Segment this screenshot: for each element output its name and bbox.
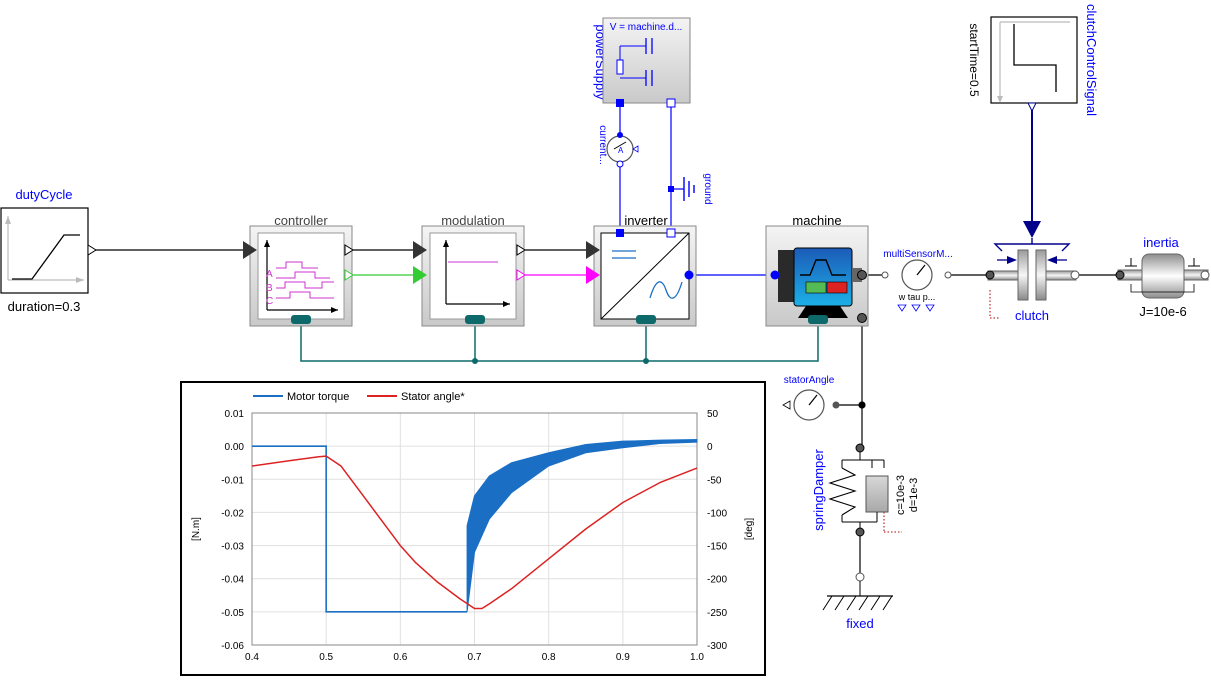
fixed-name: fixed — [846, 616, 873, 631]
y-right-tick-label: -150 — [707, 542, 727, 553]
stator-angle-sensor[interactable]: statorAngle — [782, 375, 866, 421]
current-sensor-glyph: A — [618, 146, 624, 155]
plot-frame — [251, 412, 698, 646]
machine-name: machine — [792, 213, 841, 228]
modulation-name: modulation — [441, 213, 505, 228]
x-tick-label: 0.5 — [319, 652, 333, 663]
current-sensor-name: current... — [597, 125, 608, 164]
y-left-axis-label: [N.m] — [191, 517, 202, 541]
x-tick-label: 0.7 — [468, 652, 482, 663]
plot-window: 0.4 0.5 0.6 0.7 0.8 0.9 1.0 0.01 0.00 -0.01 -0.02 -… — [180, 381, 766, 676]
y-right-tick-label: -300 — [707, 641, 727, 652]
x-tick-label: 0.6 — [393, 652, 407, 663]
y-right-tick-label: 0 — [707, 442, 713, 453]
clutch-control-param: startTime=0.5 — [967, 23, 981, 97]
series-motor-torque-line — [252, 445, 468, 613]
stator-angle-name: statorAngle — [784, 375, 835, 386]
y-right-tick-label: -50 — [707, 475, 722, 486]
spring-damper-block[interactable]: springDamper c=10e-3 d=1e-3 — [811, 443, 920, 537]
clutch-control-signal-block[interactable]: startTime=0.5 clutchControlSignal — [967, 4, 1099, 116]
spring-damper-param-d: d=1e-3 — [908, 478, 920, 513]
ground-element[interactable]: ground — [668, 173, 713, 205]
multi-sensor-ports: w tau p... — [898, 292, 936, 302]
inverter-bus-connector[interactable] — [636, 315, 656, 324]
y-left-tick-label: -0.04 — [221, 575, 244, 586]
y-right-tick-label: 50 — [707, 409, 719, 420]
spring-damper-name: springDamper — [811, 449, 826, 531]
multi-sensor-name: multiSensorM... — [883, 249, 952, 260]
duty-cycle-block[interactable]: dutyCycle duration=0.3 — [0, 187, 97, 314]
junctions — [472, 358, 866, 409]
y-left-tick-label: 0.01 — [225, 409, 245, 420]
controller-block[interactable]: controller A B C — [243, 213, 354, 327]
machine-block[interactable]: machine — [765, 213, 869, 327]
y-left-tick-label: -0.03 — [221, 542, 244, 553]
clutch-name: clutch — [1015, 308, 1049, 323]
controller-name: controller — [274, 213, 328, 228]
y-right-tick-label: -250 — [707, 608, 727, 619]
multi-sensor[interactable]: multiSensorM... w tau p... — [881, 249, 953, 312]
clutch-control-name: clutchControlSignal — [1084, 4, 1099, 116]
inertia-param: J=10e-6 — [1139, 304, 1186, 319]
modulation-bus-connector[interactable] — [465, 315, 485, 324]
inverter-block[interactable]: inverter — [586, 213, 697, 327]
legend-label-stator-angle: Stator angle* — [401, 391, 465, 403]
y-right-tick-label: -200 — [707, 575, 727, 586]
duty-cycle-param: duration=0.3 — [8, 299, 81, 314]
y-right-axis-label: [deg] — [744, 518, 755, 540]
y-left-tick-label: 0.00 — [225, 442, 245, 453]
x-tick-label: 0.8 — [542, 652, 556, 663]
connections — [92, 103, 1118, 577]
y-left-tick-label: -0.01 — [221, 475, 244, 486]
spring-damper-param-c: c=10e-3 — [895, 475, 907, 515]
ground-name: ground — [702, 173, 713, 204]
controller-pin-a: A — [266, 269, 273, 280]
controller-pin-c: C — [266, 296, 273, 307]
y-right-tick-label: -100 — [707, 508, 727, 519]
legend-label-motor-torque: Motor torque — [287, 391, 349, 403]
inertia-block[interactable]: inertia J=10e-6 — [1115, 235, 1210, 319]
machine-bus-connector[interactable] — [808, 315, 828, 324]
y-left-tick-label: -0.05 — [221, 608, 244, 619]
x-tick-label: 0.9 — [616, 652, 630, 663]
duty-cycle-name: dutyCycle — [15, 187, 72, 202]
controller-bus-connector[interactable] — [291, 315, 311, 324]
series-stator-angle-line — [251, 455, 698, 610]
y-left-tick-label: -0.02 — [221, 508, 244, 519]
x-tick-label: 1.0 — [690, 652, 704, 663]
controller-pin-b: B — [266, 283, 273, 294]
chart-plot-area: 0.4 0.5 0.6 0.7 0.8 0.9 1.0 0.01 0.00 -0.01 -0.02 -… — [191, 391, 755, 663]
fixed-ground[interactable]: fixed — [822, 572, 893, 631]
x-tick-label: 0.4 — [245, 652, 259, 663]
inertia-name: inertia — [1143, 235, 1179, 250]
current-sensor[interactable]: A current... — [597, 125, 639, 168]
inverter-name: inverter — [624, 213, 668, 228]
series-motor-torque-oscillation-band — [466, 439, 698, 612]
clutch-block[interactable]: clutch — [985, 221, 1080, 323]
modulation-block[interactable]: modulation — [413, 213, 526, 327]
y-left-tick-label: -0.06 — [221, 641, 244, 652]
power-supply-block[interactable]: powerSupply V = machine.d... — [593, 17, 691, 108]
power-supply-param: V = machine.d... — [610, 22, 683, 33]
